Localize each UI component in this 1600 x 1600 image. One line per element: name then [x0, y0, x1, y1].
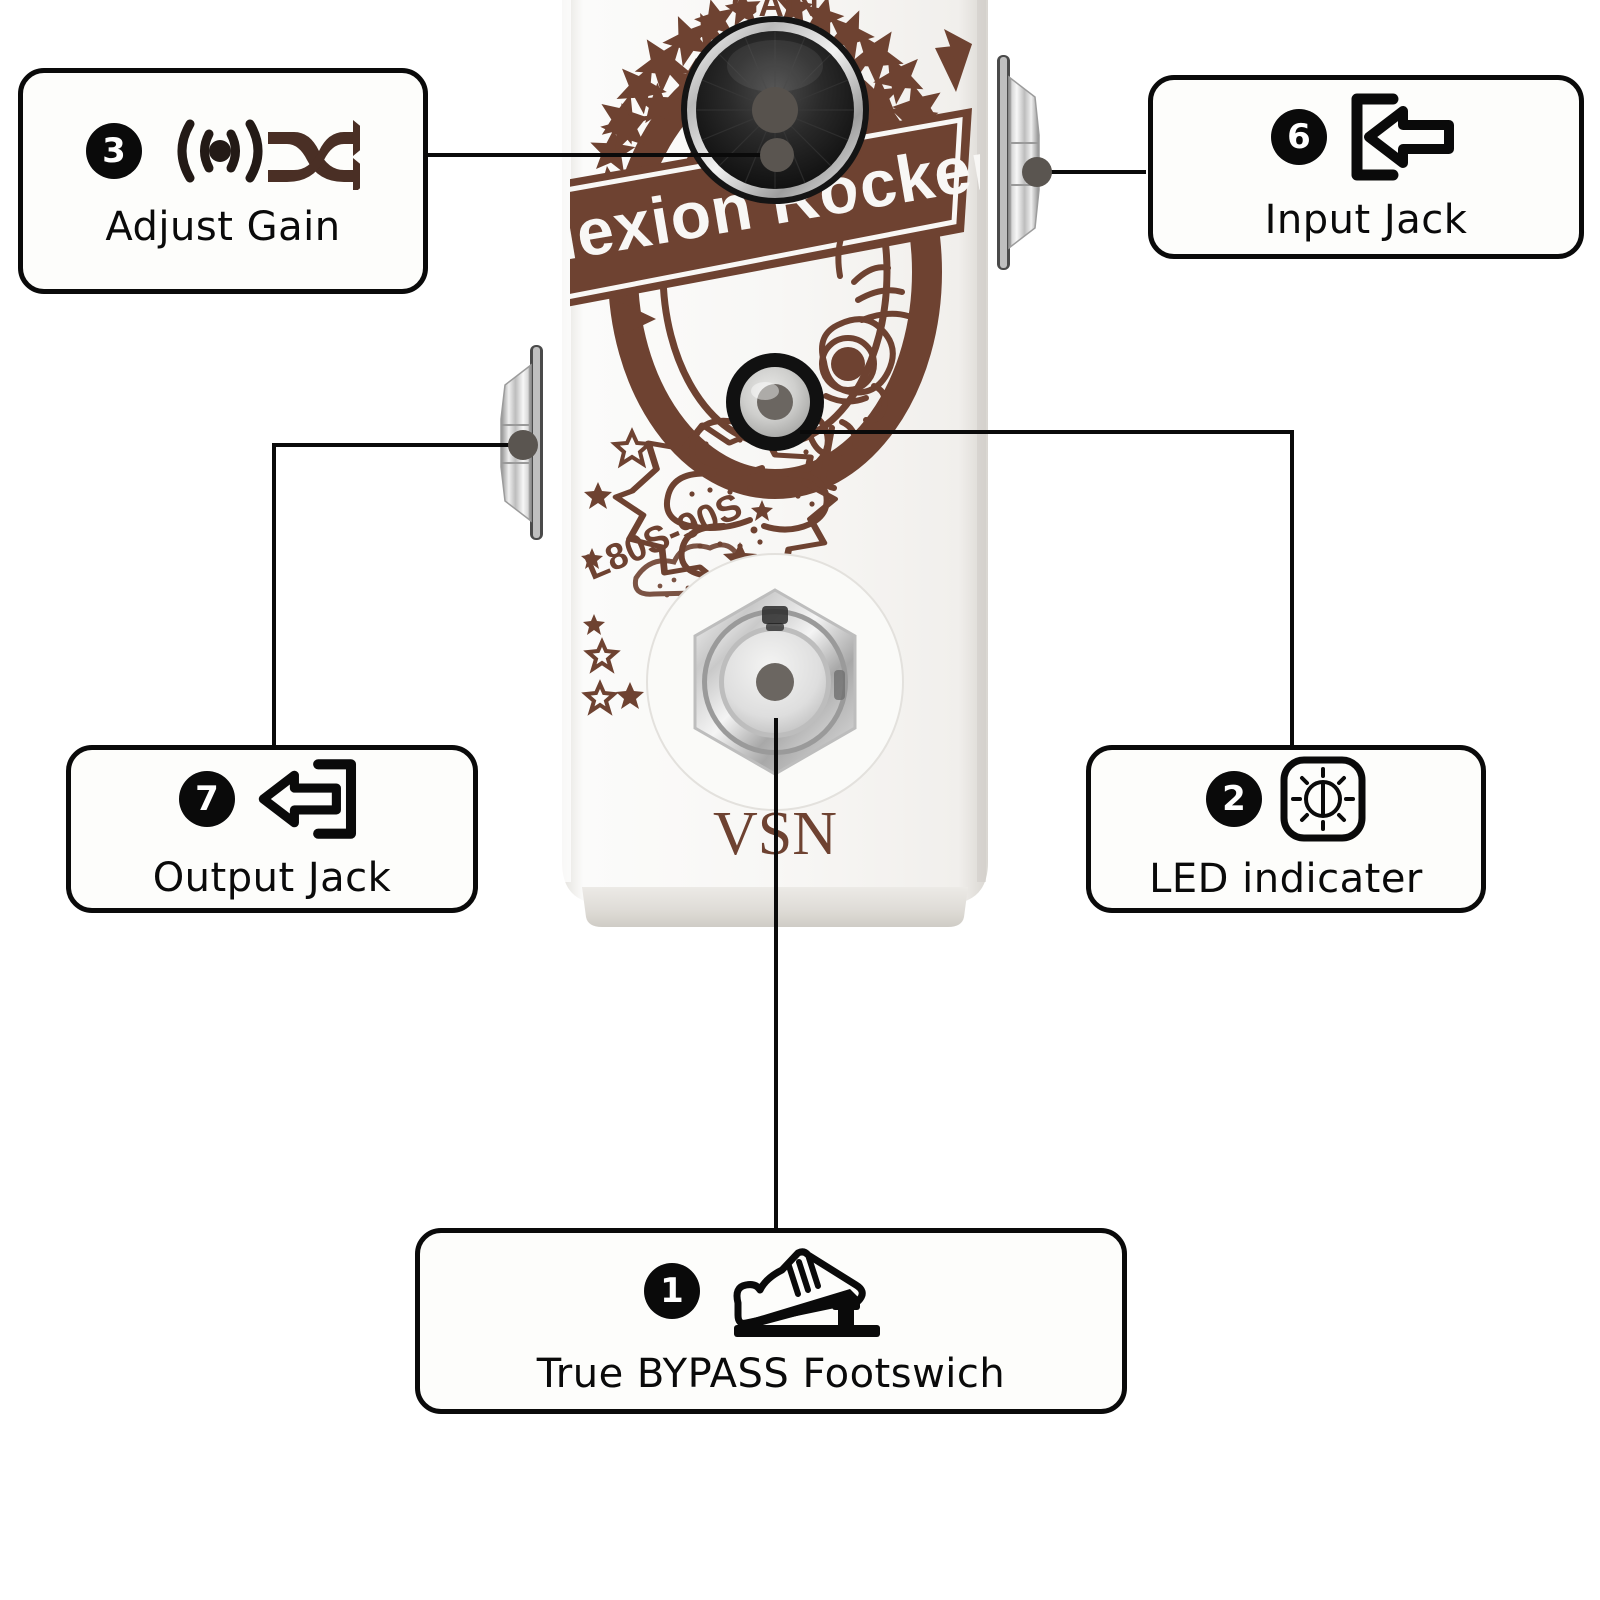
- callout-footswitch[interactable]: 1 True BYPASS Footswich: [415, 1228, 1127, 1414]
- badge-number-7: 7: [179, 771, 235, 827]
- shoe-on-pedal-icon: [733, 1248, 880, 1337]
- footswitch: [693, 588, 857, 776]
- gain-knob-anchor-dot: [760, 138, 794, 172]
- badge-number-6: 6: [1271, 109, 1327, 165]
- callout-output-jack-row: 7: [179, 757, 365, 841]
- badge-number-3: 3: [86, 123, 142, 179]
- footswitch-button-center: [756, 663, 794, 701]
- callout-led-indicator-row: 2: [1206, 756, 1366, 842]
- leader-line-input: [1028, 170, 1146, 174]
- leader-line-gain: [424, 153, 784, 157]
- input-jack-anchor-dot: [1022, 157, 1052, 187]
- callout-led-indicator-label: LED indicater: [1149, 856, 1423, 902]
- led-indicator: [726, 353, 824, 451]
- leader-line-footswitch: [774, 718, 778, 1230]
- callout-input-jack-row: 6: [1271, 91, 1461, 183]
- callout-adjust-gain-label: Adjust Gain: [105, 204, 341, 250]
- leader-line-output-h: [272, 443, 524, 447]
- callout-adjust-gain[interactable]: 3 Adjust Gain: [18, 68, 428, 294]
- knob-pointer-dot: [752, 87, 798, 133]
- hand-with-revolver: [664, 173, 911, 624]
- leader-line-led-v: [1290, 430, 1294, 745]
- callout-adjust-gain-row: 3: [86, 112, 360, 190]
- output-jack-anchor-dot: [508, 430, 538, 460]
- badge-number-2: 2: [1206, 771, 1262, 827]
- arrow-into-bracket-icon: [1351, 93, 1454, 181]
- callout-input-jack-label: Input Jack: [1264, 197, 1468, 243]
- callout-output-jack[interactable]: 7 Output Jack: [66, 745, 478, 913]
- right-triangle-marker: [944, 29, 972, 74]
- gain-knob: [681, 16, 869, 204]
- guitar-pedal-illustration: GAIN: [540, 0, 1010, 932]
- left-triangle-marker: [616, 300, 656, 338]
- leader-line-output-v: [272, 443, 276, 745]
- brightness-sun-icon: [1280, 756, 1366, 842]
- callout-led-indicator[interactable]: 2 LED indicater: [1086, 745, 1486, 913]
- leader-line-led-h: [800, 430, 1294, 434]
- callout-output-jack-label: Output Jack: [152, 855, 392, 901]
- badge-number-1: 1: [644, 1263, 700, 1319]
- callout-footswitch-label: True BYPASS Footswich: [536, 1351, 1006, 1397]
- signal-waves-shuffle-icon: [177, 119, 360, 190]
- callout-footswitch-row: 1: [644, 1245, 898, 1337]
- arrow-out-of-bracket-icon: [258, 759, 357, 839]
- callout-input-jack[interactable]: 6 Input Jack: [1148, 75, 1584, 259]
